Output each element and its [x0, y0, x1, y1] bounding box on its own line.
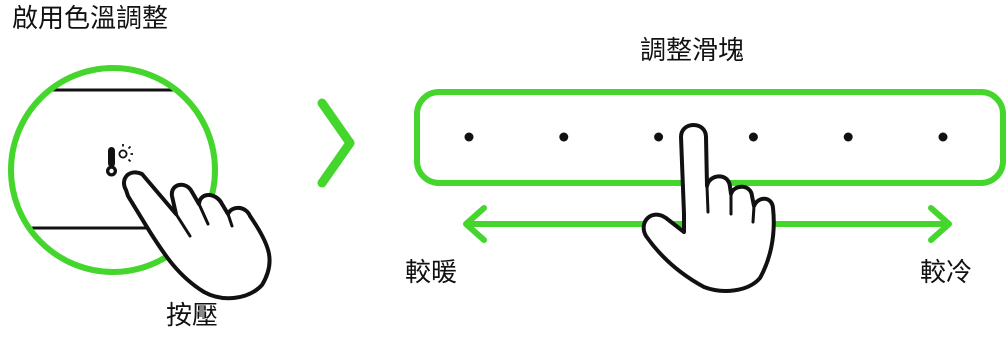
magnifier-ring	[8, 65, 218, 275]
slider-stop[interactable]	[843, 132, 853, 142]
step2-title: 調整滑塊	[640, 36, 745, 66]
slider-stops	[464, 132, 948, 142]
slider-stop[interactable]	[559, 132, 569, 142]
hand-press-icon	[122, 170, 272, 301]
cooler-label: 較冷	[920, 258, 973, 288]
warmer-label: 較暖	[405, 258, 458, 288]
thermometer-sun-icon[interactable]	[106, 144, 133, 177]
slider-stop[interactable]	[654, 132, 664, 142]
slider-stop[interactable]	[748, 132, 758, 142]
slider-stop[interactable]	[464, 132, 474, 142]
slider-stop[interactable]	[938, 132, 948, 142]
step1-title: 啟用色溫調整	[12, 4, 169, 34]
chevron-right-icon	[317, 98, 355, 188]
press-caption: 按壓	[166, 301, 219, 331]
slider-track[interactable]	[414, 89, 1006, 186]
